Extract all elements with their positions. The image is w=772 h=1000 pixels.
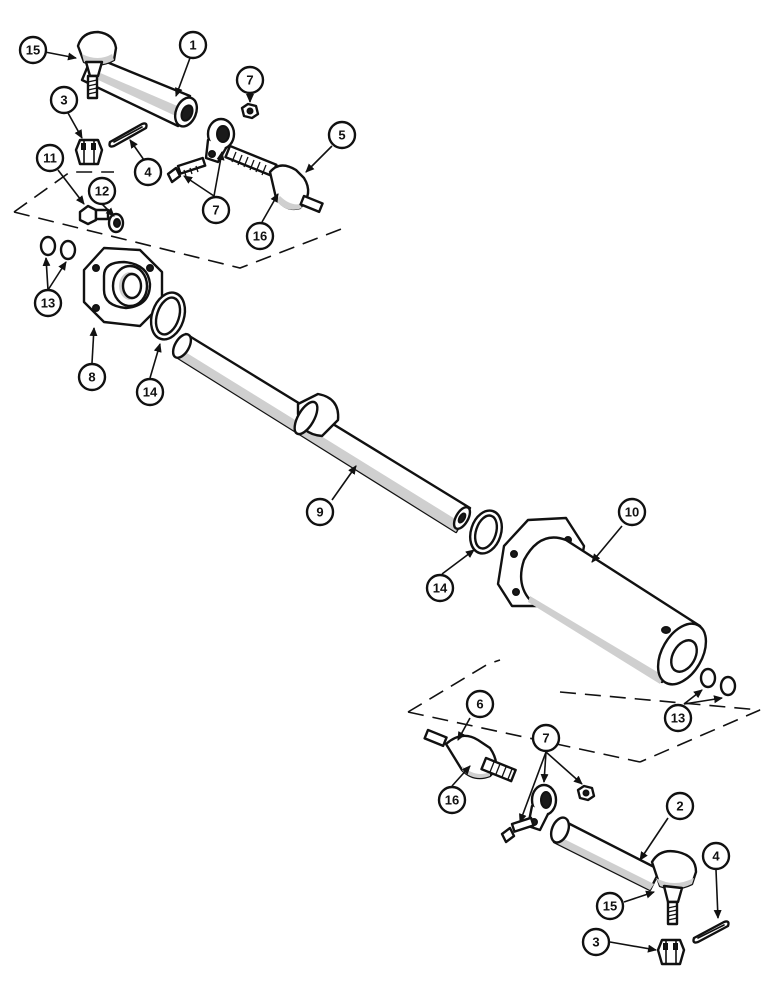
callout-label: 13 [671, 711, 685, 726]
callout-7-upper-nut: 7 [235, 65, 265, 95]
rod-end-upper [224, 144, 324, 214]
clamp-upper [204, 117, 236, 164]
callout-16-top: 16 [245, 221, 275, 251]
cotter-pin-upper [108, 122, 148, 148]
callout-label: 16 [253, 229, 267, 244]
callout-11: 11 [35, 143, 65, 173]
callout-label: 16 [445, 793, 459, 808]
seal-rings-left [39, 235, 77, 261]
tie-rod-lower [549, 816, 662, 892]
callout-3-bottom: 3 [581, 927, 611, 957]
group-bracket-upper [13, 171, 345, 269]
callout-label: 7 [246, 73, 253, 88]
callout-15-bottom: 15 [595, 891, 625, 921]
washer-12 [107, 212, 125, 234]
callout-2: 2 [665, 791, 695, 821]
cotter-pin-lower [692, 920, 730, 944]
callout-4-bottom: 4 [701, 841, 731, 871]
tie-rod-upper [80, 54, 199, 128]
callout-13-right: 13 [663, 703, 693, 733]
callout-label: 9 [316, 505, 323, 520]
end-cap-8 [82, 246, 164, 328]
callout-label: 6 [476, 697, 483, 712]
seal-rings-right [699, 667, 737, 697]
callout-14-right: 14 [425, 573, 455, 603]
callout-label: 5 [338, 128, 345, 143]
callout-6: 6 [465, 689, 495, 719]
rod-end-lower [423, 728, 517, 783]
clamp-bolt-upper [166, 156, 207, 184]
callout-8: 8 [77, 362, 107, 392]
callout-5: 5 [327, 120, 357, 150]
callout-10: 10 [617, 497, 647, 527]
callout-16-bottom: 16 [437, 785, 467, 815]
callout-13-left: 13 [33, 288, 63, 318]
callout-label: 7 [542, 731, 549, 746]
callout-label: 4 [712, 849, 720, 864]
group-bracket-lower [407, 659, 761, 763]
callout-7-lower: 7 [531, 723, 561, 753]
callout-label: 14 [143, 385, 158, 400]
callout-4-top: 4 [133, 157, 163, 187]
callout-label: 11 [43, 151, 57, 166]
callout-3-top: 3 [49, 85, 79, 115]
callout-label: 1 [189, 38, 196, 53]
clamp-nut-upper [240, 102, 260, 120]
callout-label: 7 [212, 203, 219, 218]
callout-label: 10 [625, 505, 639, 520]
callout-label: 12 [95, 184, 109, 199]
callout-label: 8 [88, 370, 95, 385]
castle-nut-lower [656, 938, 686, 966]
clamp-nut-lower [576, 784, 596, 802]
piston-rod-9 [171, 332, 472, 534]
callout-label: 15 [26, 43, 40, 58]
cylinder-barrel-10 [496, 516, 708, 686]
callout-label: 4 [144, 165, 152, 180]
callout-7-upper-clamp: 7 [201, 195, 231, 225]
callout-label: 2 [676, 799, 683, 814]
callout-label: 3 [592, 935, 599, 950]
o-ring-14-left [149, 291, 187, 341]
callout-label: 3 [60, 93, 67, 108]
callout-1: 1 [178, 30, 208, 60]
callout-9: 9 [305, 497, 335, 527]
callout-label: 15 [603, 899, 617, 914]
ball-joint-lower [650, 849, 698, 926]
castle-nut-upper [74, 138, 104, 166]
ball-joint-upper [76, 30, 118, 100]
callout-label: 13 [41, 296, 55, 311]
callout-15-top: 15 [18, 35, 48, 65]
clamp-bolt-lower [500, 816, 535, 844]
callout-label: 14 [433, 581, 448, 596]
bolt-11 [78, 204, 110, 226]
leader-lines [42, 51, 723, 953]
callout-12: 12 [87, 176, 117, 206]
callout-14-left: 14 [135, 377, 165, 407]
o-ring-14-right [468, 509, 504, 555]
